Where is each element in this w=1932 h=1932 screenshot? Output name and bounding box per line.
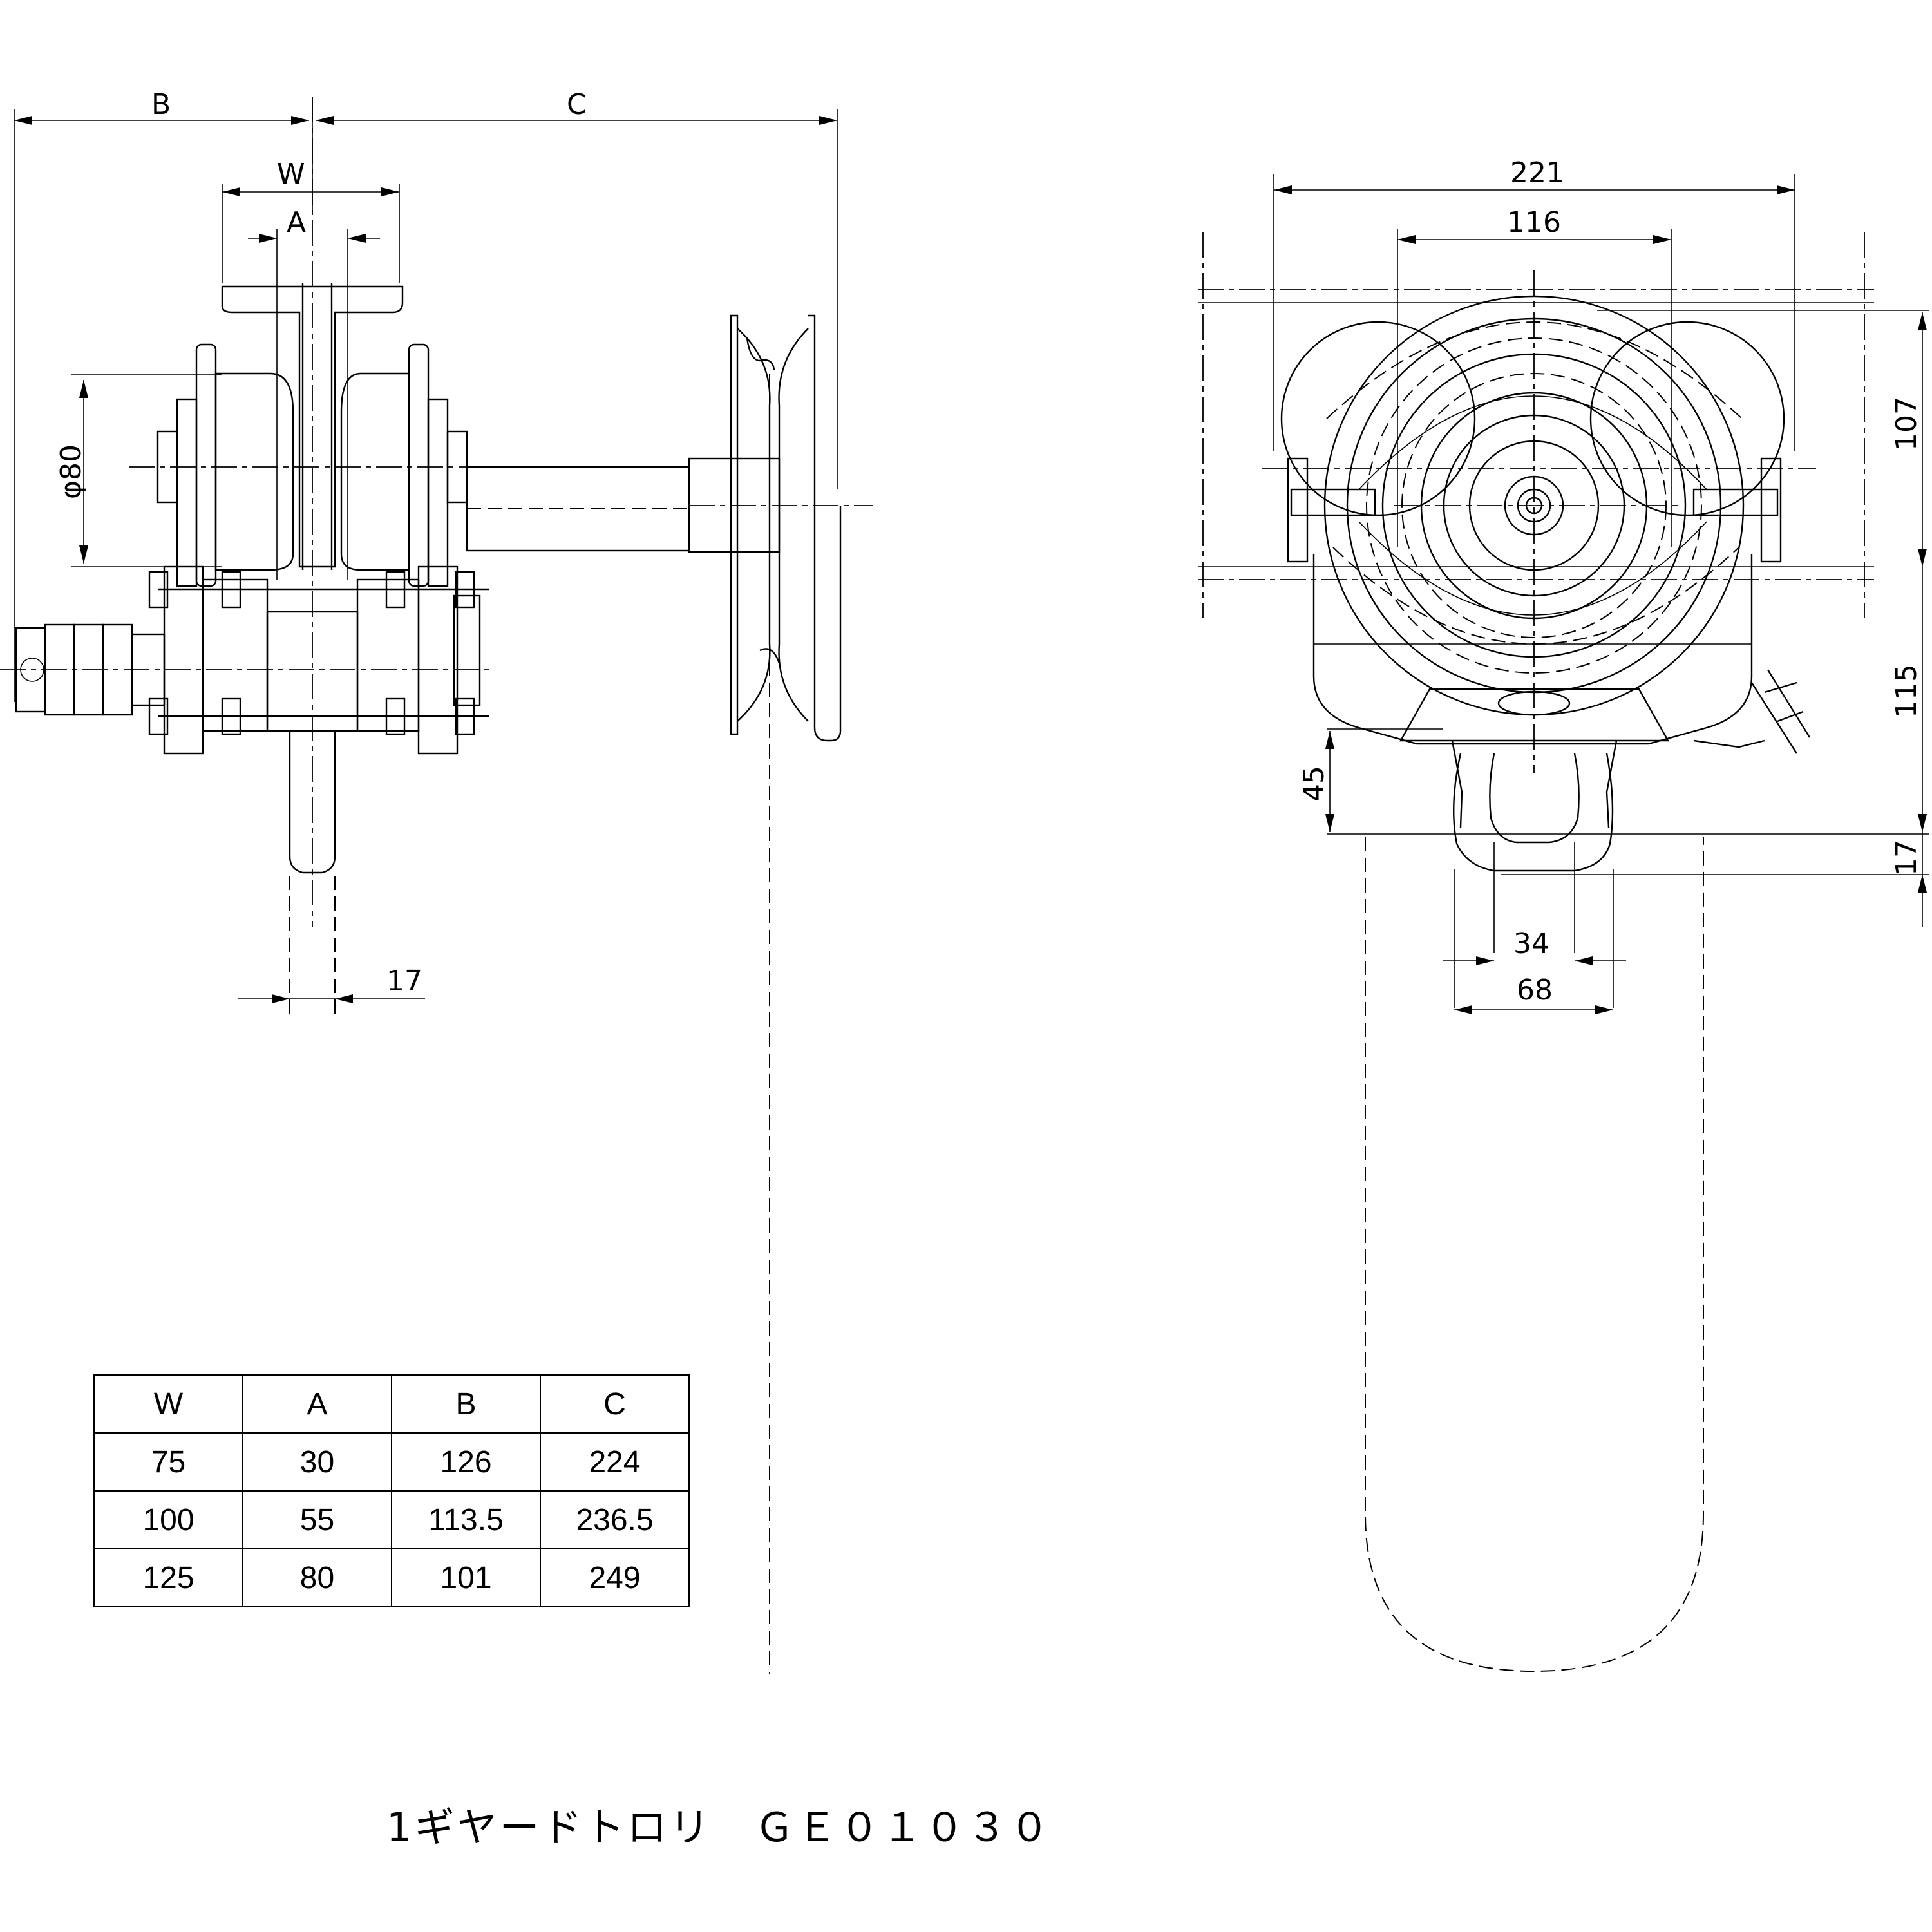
table-cell: 113.5 — [391, 1490, 541, 1549]
table-cell: 100 — [93, 1490, 243, 1549]
dim-height-upper: 107 — [1890, 397, 1923, 451]
dim-wheel-diameter: φ80 — [55, 444, 88, 499]
dim-hook-outer: 68 — [1517, 974, 1553, 1007]
table-header-cell: W — [93, 1374, 243, 1434]
drawing-caption: 1ギヤードトロリ ＧＥ０１０３０ — [386, 1804, 1052, 1851]
table-cell: 75 — [93, 1432, 243, 1492]
dim-overall-width: 221 — [1510, 156, 1564, 189]
dim-hook-inner: 34 — [1513, 927, 1549, 960]
table-cell: 101 — [391, 1548, 541, 1607]
table-header-cell: C — [540, 1374, 690, 1434]
table-cell: 249 — [540, 1548, 690, 1607]
side-view: B C W A — [0, 88, 873, 1674]
table-header-row: W A B C — [93, 1374, 690, 1434]
dim-W: W — [277, 158, 305, 191]
table-cell: 80 — [242, 1548, 392, 1607]
dim-wheel-span: 116 — [1507, 206, 1561, 239]
table-header-cell: B — [391, 1374, 541, 1434]
table-row: 75 30 126 224 — [93, 1432, 690, 1492]
dim-hook-thickness: 17 — [1890, 840, 1923, 876]
table-row: 125 80 101 249 — [93, 1548, 690, 1607]
table-header-cell: A — [242, 1374, 392, 1434]
dim-C: C — [567, 88, 587, 121]
table-cell: 30 — [242, 1432, 392, 1492]
front-view: 221 116 — [1198, 156, 1929, 1672]
dim-hook-opening: 45 — [1298, 766, 1331, 802]
dimension-table: W A B C 75 30 126 224 100 55 113.5 236.5… — [93, 1374, 690, 1607]
table-cell: 55 — [242, 1490, 392, 1549]
table-cell: 224 — [540, 1432, 690, 1492]
dim-height-lower: 115 — [1890, 664, 1923, 718]
table-cell: 236.5 — [540, 1490, 690, 1549]
bolt-group — [148, 571, 475, 735]
table-cell: 126 — [391, 1432, 541, 1492]
dim-B: B — [151, 88, 171, 121]
table-cell: 125 — [93, 1548, 243, 1607]
table-row: 100 55 113.5 236.5 — [93, 1490, 690, 1549]
dim-A: A — [287, 206, 306, 239]
dim-chain-width: 17 — [386, 965, 422, 998]
